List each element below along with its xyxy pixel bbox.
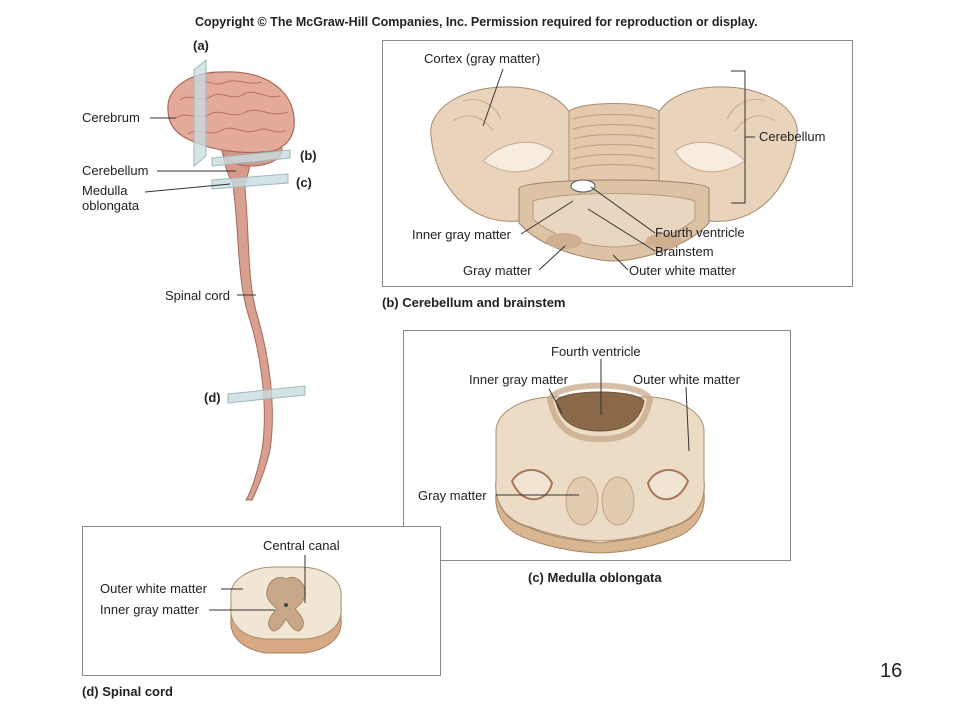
panel-c-caption: (c) Medulla oblongata: [528, 570, 662, 585]
label-cerebellum: Cerebellum: [82, 163, 149, 178]
b-label-inner-gray-matter: Inner gray matter: [412, 227, 511, 242]
panel-a-tag: (a): [193, 38, 209, 53]
fourth-ventricle-shape: [570, 179, 596, 193]
page-number: 16: [880, 660, 903, 682]
panel-b-caption: (b) Cerebellum and brainstem: [382, 295, 566, 310]
b-label-gray-matter: Gray matter: [463, 263, 532, 278]
label-cerebrum: Cerebrum: [82, 110, 140, 125]
label-spinal-cord: Spinal cord: [165, 288, 231, 303]
panel-d-caption: (d) Spinal cord: [82, 684, 173, 699]
cerebellum-vermis: [568, 103, 660, 182]
copyright-notice: Copyright © The McGraw-Hill Companies, I…: [195, 15, 758, 29]
cerebrum-shape: [167, 71, 295, 154]
b-label-outer-white-matter: Outer white matter: [629, 263, 736, 278]
tag-d: (d): [204, 390, 221, 405]
d-label-central-canal: Central canal: [263, 538, 340, 553]
panel-c: Fourth ventricle Inner gray matter Outer…: [403, 330, 791, 561]
c-label-inner-gray-matter: Inner gray matter: [469, 372, 568, 387]
d-label-inner-gray-matter: Inner gray matter: [100, 602, 199, 617]
tag-c: (c): [296, 175, 312, 190]
panel-b: Cortex (gray matter) Cerebellum Inner gr…: [382, 40, 853, 287]
tag-b: (b): [300, 148, 317, 163]
cerebellum-brainstem-illustration: [430, 68, 798, 271]
b-label-fourth-ventricle: Fourth ventricle: [655, 225, 745, 240]
d-label-outer-white-matter: Outer white matter: [100, 581, 207, 596]
panel-d: Central canal Outer white matter Inner g…: [82, 526, 441, 676]
spinal-cord-section-illustration: [209, 555, 342, 654]
medulla-illustration: [495, 359, 705, 554]
c-label-gray-matter: Gray matter: [418, 488, 487, 503]
label-medulla-line2: oblongata: [82, 198, 140, 213]
plane-d: [227, 385, 306, 404]
medulla-fourth-ventricle: [555, 391, 645, 432]
b-label-brainstem: Brainstem: [655, 244, 714, 259]
b-label-cortex: Cortex (gray matter): [424, 51, 541, 66]
c-label-fourth-ventricle: Fourth ventricle: [551, 344, 641, 359]
spinal-cord-shape: [231, 177, 273, 501]
c-label-outer-white-matter: Outer white matter: [633, 372, 740, 387]
label-medulla-line1: Medulla: [82, 183, 128, 198]
b-label-cerebellum: Cerebellum: [759, 129, 826, 144]
plane-b: [211, 149, 291, 167]
plane-c: [211, 173, 289, 190]
central-canal-shape: [284, 603, 288, 607]
plane-a: [193, 58, 207, 168]
